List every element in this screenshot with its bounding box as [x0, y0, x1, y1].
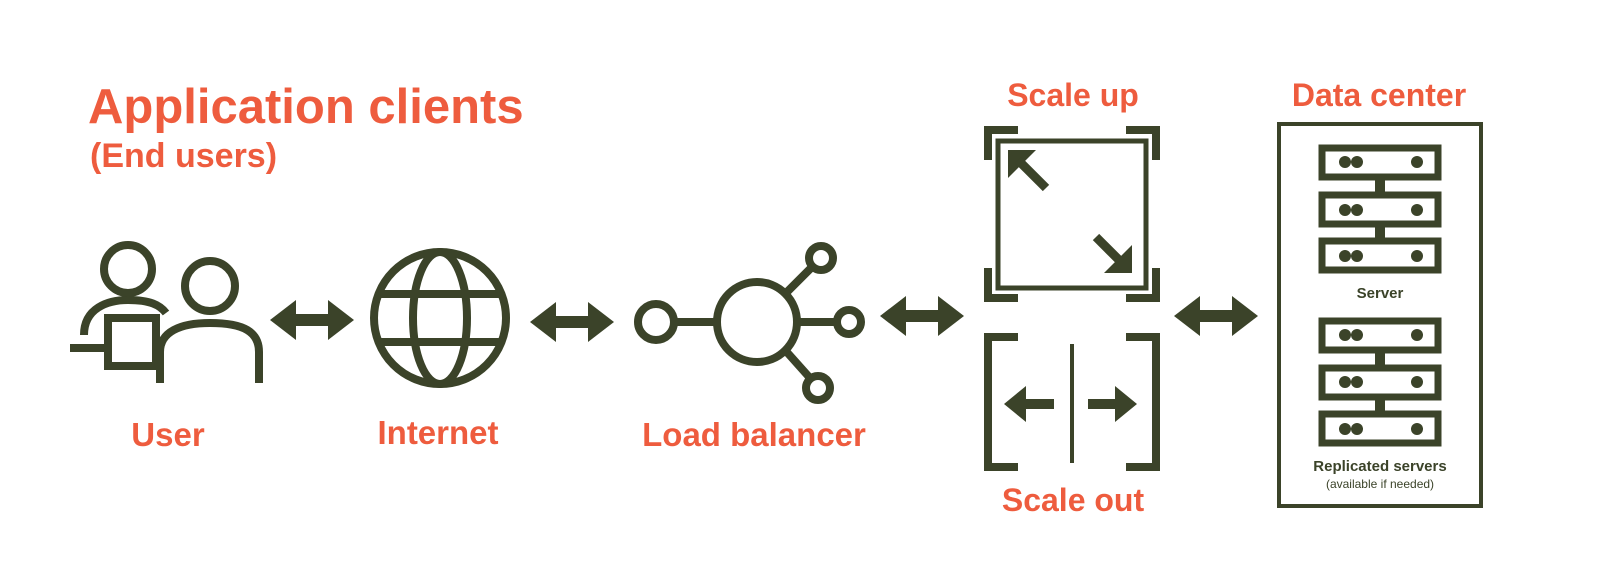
diagram-subtitle: (End users): [90, 137, 278, 175]
user-label: User: [131, 416, 205, 453]
data-center-label: Data center: [1291, 77, 1467, 113]
arrow-down-right-icon: [1092, 233, 1132, 273]
server-rack-icon: [1318, 144, 1442, 274]
laptop-icon: [70, 314, 160, 370]
internet-label: Internet: [377, 414, 499, 451]
double-arrow-icon: [530, 302, 614, 342]
arrow-left-icon: [1004, 386, 1054, 422]
users-icon: [80, 241, 263, 383]
server-rack-icon: [1318, 317, 1442, 447]
globe-icon: [370, 248, 510, 388]
arrow-up-left-icon: [1008, 150, 1050, 192]
server-label: Server: [1356, 285, 1404, 302]
scale-out-label: Scale out: [1001, 482, 1145, 518]
arrow-right-icon: [1088, 386, 1137, 422]
double-arrow-icon: [1174, 296, 1258, 336]
replicated-servers-label: Replicated servers: [1313, 458, 1447, 475]
replicated-servers-note: (available if needed): [1325, 477, 1435, 491]
load-balancer-label: Load balancer: [642, 416, 866, 453]
scale-up-label: Scale up: [1007, 77, 1139, 113]
diagram-title: Application clients: [88, 80, 524, 134]
data-center-frame: [1277, 122, 1483, 508]
network-hub-icon: [634, 242, 865, 404]
double-arrow-icon: [880, 296, 964, 336]
double-arrow-icon: [270, 300, 354, 340]
scale-out-icon: [984, 333, 1160, 471]
scale-up-icon: [984, 126, 1160, 302]
